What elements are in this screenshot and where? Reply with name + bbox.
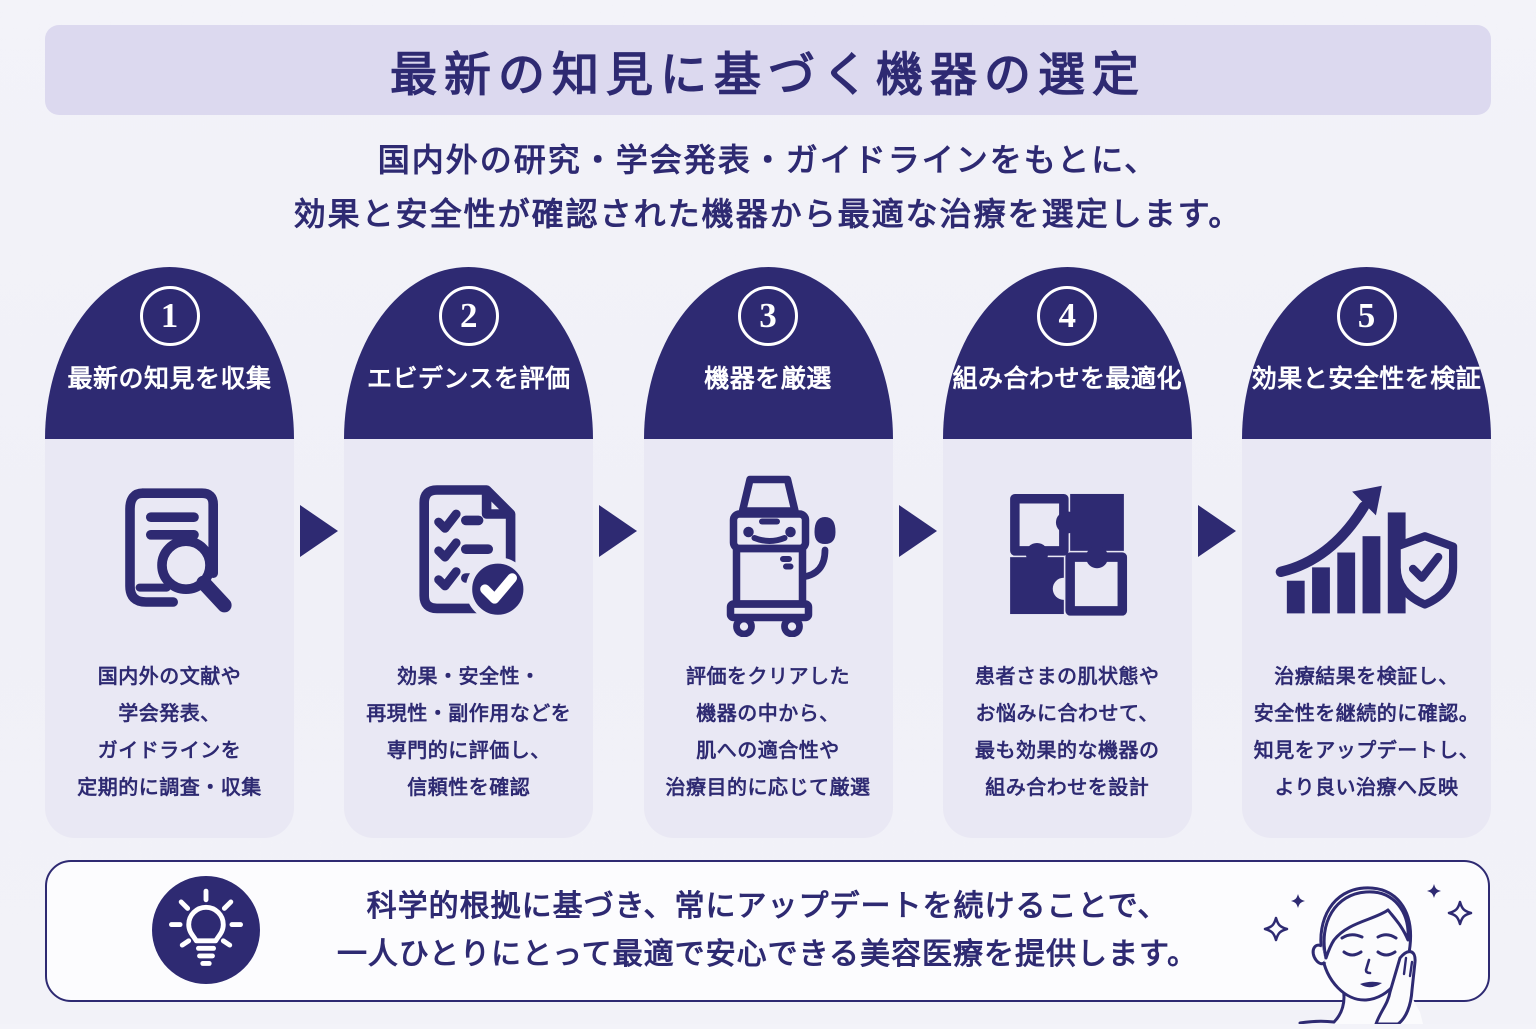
- step-4-header: 4 組み合わせを最適化: [942, 267, 1192, 439]
- step-5-title: 効果と安全性を検証: [1251, 365, 1482, 393]
- step-1-number: 1: [160, 296, 179, 335]
- arrow-right-icon-3: [898, 505, 937, 557]
- puzzle-icon: [988, 465, 1146, 643]
- step-2-number: 2: [460, 296, 478, 335]
- book-magnifier-icon: [90, 465, 250, 643]
- page-title: 最新の知見に基づく機器の選定: [390, 47, 1146, 101]
- step-1-title: 最新の知見を収集: [67, 365, 272, 393]
- arrow-right-icon-2: [599, 505, 638, 557]
- step-2-description: 効果・安全性・ 再現性・副作用などを 専門的に評価し、 信頼性を確認: [366, 666, 572, 799]
- step-2-number-badge: 2: [438, 286, 499, 346]
- subtitle-line2: 効果と安全性が確認された機器から最適な治療を選定します。: [293, 196, 1243, 232]
- step-1-header: 1 最新の知見を収集: [45, 267, 294, 439]
- chart-shield-icon: [1272, 465, 1462, 643]
- subtitle: 国内外の研究・学会発表・ガイドラインをもとに、 効果と安全性が確認された機器から…: [0, 133, 1536, 241]
- footer-text: 科学的根拠に基づき、常にアップデートを続けることで、 一人ひとりにとって最適で安…: [47, 883, 1488, 979]
- step-5-header: 5 効果と安全性を検証: [1242, 267, 1491, 439]
- arrow-right-icon-4: [1197, 505, 1236, 557]
- subtitle-line1: 国内外の研究・学会発表・ガイドラインをもとに、: [377, 142, 1159, 178]
- step-card-2: 2 エビデンスを評価: [344, 267, 594, 838]
- step-card-3: 3 機器を厳選: [643, 267, 893, 838]
- step-1-number-badge: 1: [139, 286, 200, 346]
- step-4-body: 患者さまの肌状態や お悩みに合わせて、 最も効果的な機器の 組み合わせを設計: [942, 439, 1192, 838]
- checklist-icon: [389, 465, 549, 643]
- step-4-title: 組み合わせを最適化: [952, 365, 1182, 393]
- step-4-number-badge: 4: [1037, 286, 1098, 346]
- step-3-header: 3 機器を厳選: [643, 267, 893, 439]
- step-1-description: 国内外の文献や 学会発表、 ガイドラインを 定期的に調査・収集: [77, 666, 262, 799]
- step-3-title: 機器を厳選: [704, 365, 832, 393]
- step-2-header: 2 エビデンスを評価: [344, 267, 594, 439]
- medical-device-icon: [693, 465, 843, 643]
- step-3-number-badge: 3: [738, 286, 798, 346]
- step-card-4: 4 組み合わせを最適化: [942, 267, 1192, 838]
- step-2-title: エビデンスを評価: [366, 365, 571, 393]
- step-5-body: 治療結果を検証し、 安全性を継続的に確認。 知見をアップデートし、 より良い治療…: [1242, 439, 1491, 838]
- title-banner: 最新の知見に基づく機器の選定: [45, 25, 1491, 115]
- step-3-body: 評価をクリアした 機器の中から、 肌への適合性や 治療目的に応じて厳選: [643, 439, 893, 838]
- step-4-number: 4: [1058, 296, 1077, 335]
- footer-line2: 一人ひとりにとって最適で安心できる美容医療を提供します。: [336, 938, 1199, 971]
- step-4-description: 患者さまの肌状態や お悩みに合わせて、 最も効果的な機器の 組み合わせを設計: [975, 666, 1160, 799]
- lightbulb-icon: [152, 876, 260, 984]
- step-3-description: 評価をクリアした 機器の中から、 肌への適合性や 治療目的に応じて厳選: [665, 666, 871, 799]
- step-2-body: 効果・安全性・ 再現性・副作用などを 専門的に評価し、 信頼性を確認: [344, 439, 594, 838]
- arrow-right-icon-1: [300, 505, 339, 557]
- step-3-number: 3: [759, 296, 777, 335]
- step-5-number: 5: [1357, 296, 1376, 335]
- step-1-body: 国内外の文献や 学会発表、 ガイドラインを 定期的に調査・収集: [45, 439, 294, 838]
- footer-line1: 科学的根拠に基づき、常にアップデートを続けることで、: [366, 890, 1169, 923]
- step-5-number-badge: 5: [1336, 286, 1397, 346]
- step-card-5: 5 効果と安全性を検証: [1242, 267, 1491, 838]
- step-5-description: 治療結果を検証し、 安全性を継続的に確認。 知見をアップデートし、 より良い治療…: [1253, 666, 1480, 799]
- footer-note: 科学的根拠に基づき、常にアップデートを続けることで、 一人ひとりにとって最適で安…: [45, 860, 1490, 1002]
- step-card-1: 1 最新の知見を収集 国内外の文献や: [45, 267, 294, 838]
- steps-row: 1 最新の知見を収集 国内外の文献や: [45, 267, 1491, 838]
